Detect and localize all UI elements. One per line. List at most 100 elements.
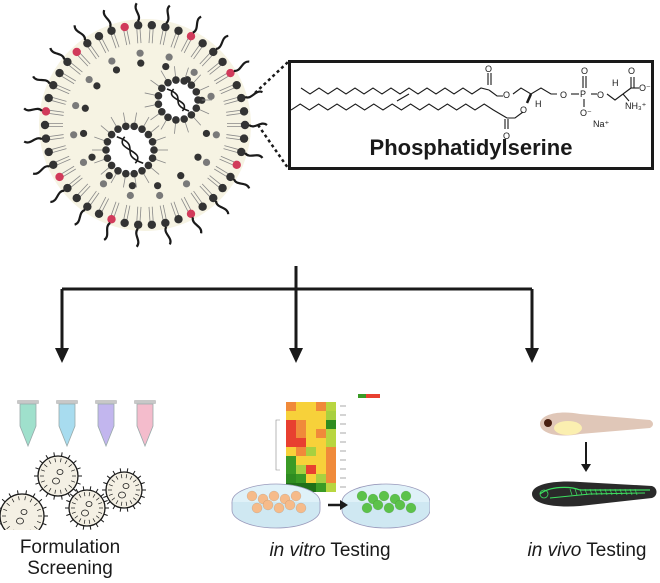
lipid-head bbox=[198, 202, 207, 211]
spike bbox=[103, 513, 108, 516]
cholesterol bbox=[99, 180, 108, 188]
heatmap-cell bbox=[306, 438, 316, 447]
lipid-head bbox=[158, 107, 166, 116]
inner-lipid bbox=[54, 489, 56, 494]
lipid-head bbox=[133, 21, 143, 30]
inner-lipid bbox=[29, 498, 33, 503]
intersegmental-vessel bbox=[609, 488, 613, 496]
lipid-head bbox=[41, 134, 51, 143]
spike bbox=[39, 488, 44, 492]
peg-chain bbox=[103, 222, 111, 241]
peg-chain bbox=[192, 15, 202, 34]
spike bbox=[69, 493, 74, 497]
dendrogram bbox=[275, 419, 280, 471]
lipid-head bbox=[148, 154, 157, 163]
lipid-head bbox=[49, 160, 58, 170]
phosphatidylserine-head bbox=[120, 22, 129, 32]
heatmap-cell bbox=[326, 447, 336, 456]
atom-o: O bbox=[520, 105, 527, 115]
peg-chain bbox=[135, 228, 140, 248]
tube-cap bbox=[17, 400, 39, 404]
heatmap-cell bbox=[286, 474, 296, 483]
inner-lipid bbox=[36, 508, 41, 511]
inner-lipid bbox=[108, 484, 113, 487]
peg-chain bbox=[244, 90, 263, 99]
lipid-head bbox=[122, 122, 130, 131]
phosphatidylserine-head bbox=[232, 160, 241, 170]
cell-colony bbox=[262, 499, 274, 511]
cell-colony bbox=[361, 502, 373, 514]
spike bbox=[82, 486, 85, 491]
lipid-head bbox=[161, 22, 170, 32]
spike bbox=[39, 460, 44, 464]
heatmap-cell bbox=[296, 456, 306, 465]
ionizable-lipid bbox=[112, 66, 121, 74]
inner-lipid bbox=[111, 479, 116, 483]
lipid-head bbox=[102, 146, 110, 154]
ionizable-lipid bbox=[128, 182, 136, 190]
inner-lipid bbox=[132, 497, 137, 501]
peg-chain bbox=[23, 137, 43, 144]
intersegmental-vessel bbox=[629, 488, 633, 496]
heatmap-cell bbox=[306, 411, 316, 420]
heatmap-cell bbox=[286, 402, 296, 411]
ionizable-lipid bbox=[137, 59, 145, 67]
inner-lipid bbox=[48, 487, 52, 492]
inner-lipid bbox=[120, 474, 123, 479]
spike bbox=[95, 523, 99, 528]
spike bbox=[82, 525, 85, 530]
inner-lipid bbox=[64, 460, 68, 465]
lipid-head bbox=[120, 218, 129, 228]
spike bbox=[95, 488, 99, 493]
arrowhead bbox=[340, 500, 348, 510]
lipid-head bbox=[138, 166, 146, 175]
inner-lipid bbox=[43, 484, 48, 488]
inner-lipid bbox=[40, 480, 45, 483]
inner-lipid bbox=[18, 496, 20, 501]
atom-p: P bbox=[580, 89, 586, 99]
atom-h: H bbox=[535, 99, 542, 109]
lipid-head bbox=[44, 93, 53, 103]
spike bbox=[100, 493, 105, 497]
inner-lipid bbox=[78, 518, 82, 523]
spike bbox=[32, 493, 36, 498]
cholesterol bbox=[79, 158, 88, 167]
inner-lipid bbox=[60, 458, 62, 463]
fish-eye bbox=[539, 489, 549, 499]
spike bbox=[67, 454, 71, 459]
inner-core bbox=[118, 491, 126, 499]
peg-chain bbox=[23, 107, 43, 112]
spike bbox=[103, 495, 108, 498]
heatmap-cell bbox=[316, 411, 326, 420]
intersegmental-vessel bbox=[624, 488, 628, 496]
phosphatidylserine-head bbox=[226, 68, 235, 78]
cholesterol bbox=[85, 75, 93, 84]
peg-chain bbox=[164, 226, 172, 245]
phosphatidylserine-head bbox=[107, 215, 116, 224]
intersegmental-vessel bbox=[569, 488, 573, 496]
ammonium-group: NH₃⁺ bbox=[625, 101, 647, 111]
microcentrifuge-tube bbox=[97, 403, 115, 448]
inner-lipid bbox=[3, 508, 8, 511]
spike bbox=[67, 493, 71, 498]
lipid-head bbox=[49, 80, 58, 90]
lipid-head bbox=[209, 193, 218, 203]
spike bbox=[100, 519, 105, 523]
cell-colony bbox=[268, 490, 280, 502]
inner-lipid bbox=[40, 469, 45, 472]
heatmap-cell bbox=[286, 429, 296, 438]
lipid-head bbox=[83, 202, 92, 211]
nanoparticle-core bbox=[39, 19, 251, 231]
cell-colony bbox=[372, 499, 384, 511]
lipid-head bbox=[158, 84, 166, 93]
dna-strand bbox=[121, 136, 139, 164]
intersegmental-vessel bbox=[619, 488, 623, 496]
inner-lipid bbox=[95, 497, 100, 501]
inner-lipid bbox=[129, 475, 133, 480]
spike bbox=[75, 488, 79, 493]
inner-lipid bbox=[6, 502, 10, 506]
lipid-head bbox=[44, 147, 53, 157]
inner-lipid bbox=[71, 502, 76, 505]
inner-lipid bbox=[95, 515, 100, 519]
